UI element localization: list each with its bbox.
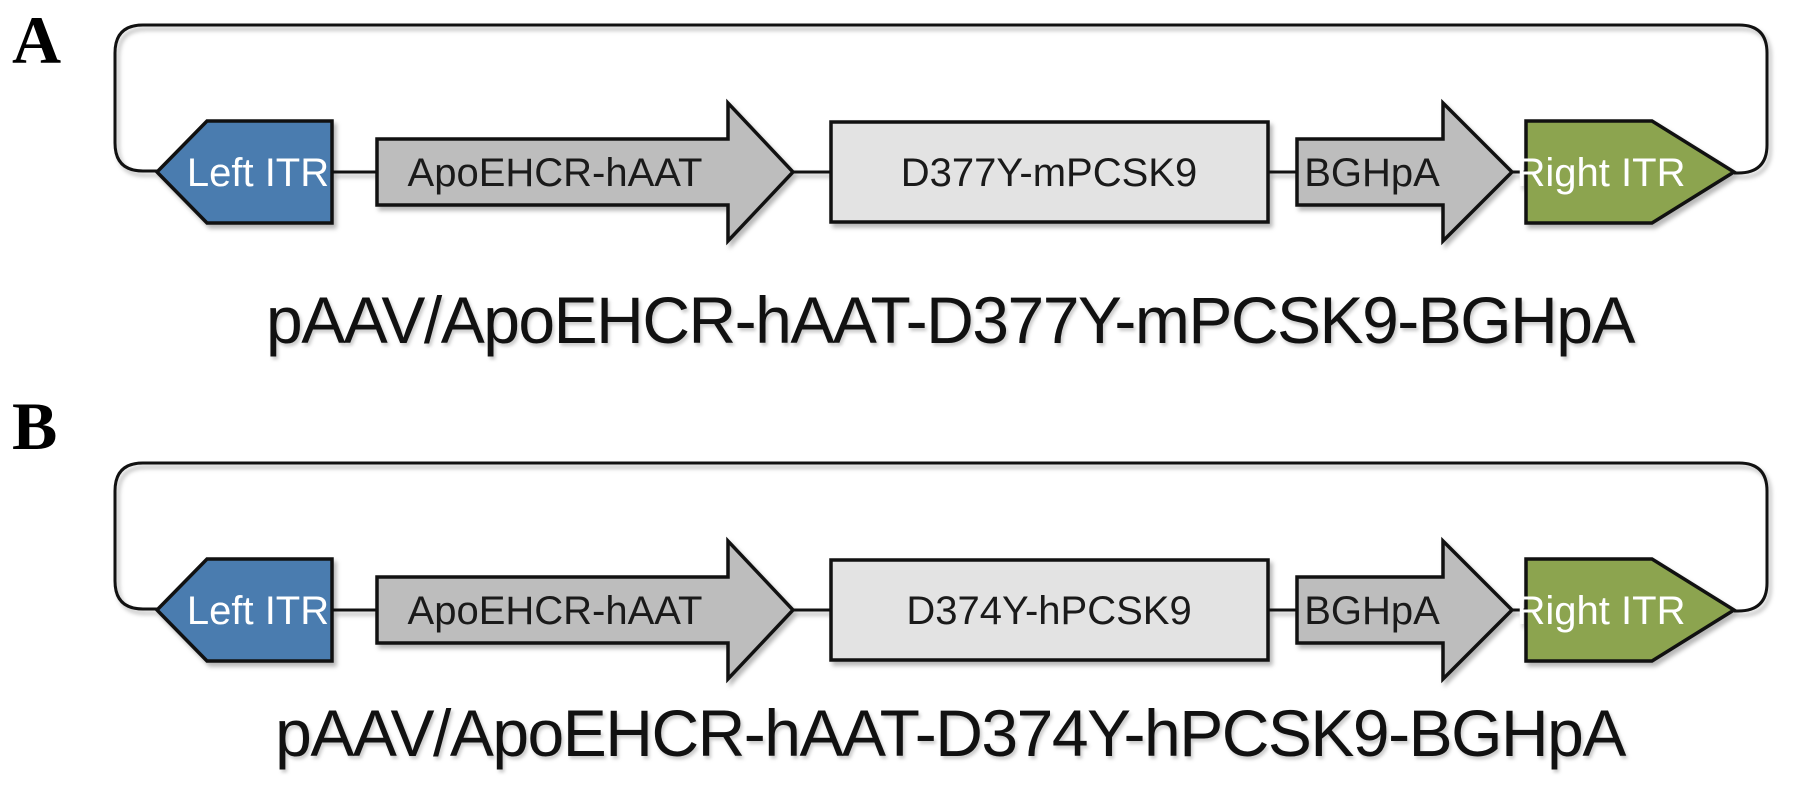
gene-label: D377Y-mPCSK9 [901,151,1197,195]
left-itr-shape [154,557,334,663]
panel-a-caption: pAAV/ApoEHCR-hAAT-D377Y-mPCSK9-BGHpA [266,283,1636,357]
polya-arrow-shape [1295,98,1515,246]
panel-b-construct-diagram: Left ITR ApoEHCR-hAAT D374Y-hPCSK9 BGHpA… [113,461,1769,684]
gene-box-shape [829,120,1270,224]
right-itr-shape [1524,119,1738,225]
panel-b-letter: B [12,388,58,464]
panel-a-letter: A [12,2,62,78]
promoter-arrow-shape [375,536,796,684]
polya-label: BGHpA [1304,151,1440,195]
gene-label: D374Y-hPCSK9 [906,589,1191,633]
right-itr-label: Right ITR [1517,589,1686,633]
right-itr-label: Right ITR [1517,151,1686,195]
left-itr-label: Left ITR [187,589,329,633]
left-itr-label: Left ITR [187,151,329,195]
polya-label: BGHpA [1304,589,1440,633]
plasmid-backbone-line [113,461,1769,613]
promoter-label: ApoEHCR-hAAT [408,589,703,633]
right-itr-shape [1524,557,1738,663]
polya-arrow-shape [1295,536,1515,684]
promoter-arrow-shape [375,98,796,246]
plasmid-backbone-line [113,23,1769,175]
panel-a-construct-diagram: Left ITR ApoEHCR-hAAT D377Y-mPCSK9 BGHpA… [113,23,1769,246]
promoter-label: ApoEHCR-hAAT [408,151,703,195]
gene-box-shape [829,558,1270,662]
left-itr-shape [154,119,334,225]
panel-b-caption: pAAV/ApoEHCR-hAAT-D374Y-hPCSK9-BGHpA [275,696,1626,770]
